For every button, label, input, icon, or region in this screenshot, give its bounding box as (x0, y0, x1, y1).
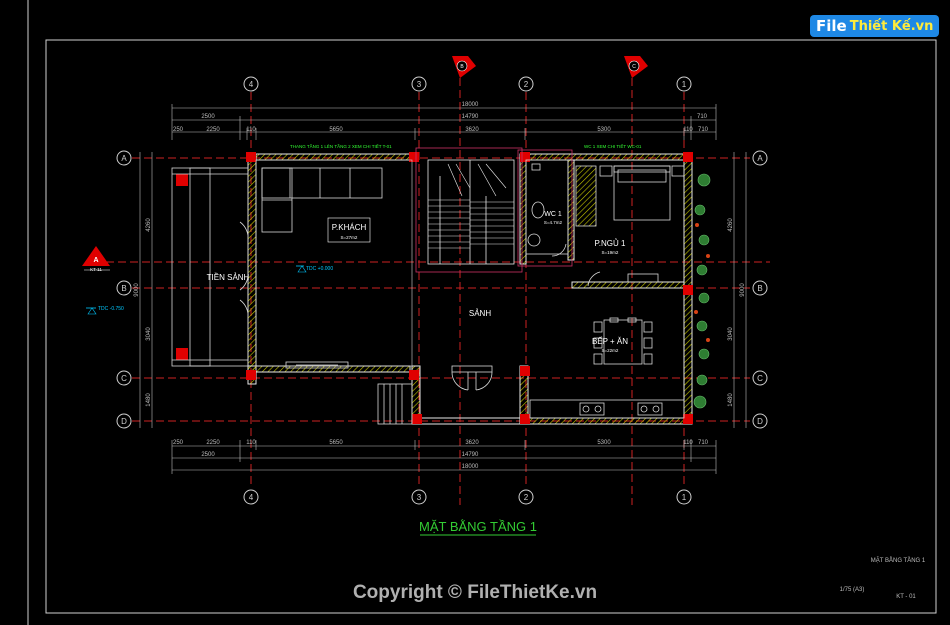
axis-label-right-c: C (757, 374, 763, 383)
room-label-bedroom: P.NGỦ 1 (595, 239, 627, 248)
svg-text:C: C (632, 64, 636, 70)
dim-left-a: 4260 (146, 218, 152, 232)
axis-bubbles-top (116, 76, 768, 505)
dim-top-row-6: 110 (683, 127, 693, 133)
axis-label-right-b: B (757, 284, 762, 293)
room-label-wc: WC 1 (544, 211, 562, 218)
stair-note: THANG TẦNG 1 LÊN TẦNG 2 XEM CHI TIẾT T-0… (290, 142, 392, 149)
dim-bottom-row-1: 2250 (206, 440, 220, 446)
room-area-kitchen: S=22m2 (602, 348, 619, 353)
section-mark-left: A KT-11 (82, 246, 110, 272)
dim-bottom-left: 2500 (201, 452, 215, 458)
dim-top-row-0: 250 (173, 127, 184, 133)
titleblock-sheet: KT - 01 (896, 594, 916, 600)
kitchen (529, 317, 685, 419)
tv-cabinet (285, 361, 349, 369)
axis-label-left-c: C (121, 374, 127, 383)
sheet-border (45, 39, 937, 614)
dim-top-row-4: 3620 (465, 127, 479, 133)
dim-top-total: 18000 (462, 102, 479, 108)
columns (176, 152, 693, 424)
axis-label-right-a: A (757, 154, 763, 163)
dim-right-a: 4260 (728, 218, 734, 232)
dim-bottom-row-6: 110 (683, 440, 693, 446)
dim-bottom-row-3: 5650 (329, 440, 343, 446)
dim-bottom-row-0: 250 (173, 440, 184, 446)
dim-top-row-5: 5300 (597, 127, 611, 133)
living-label-frame (327, 217, 371, 243)
titleblock-scale: 1/75 (A3) (840, 587, 865, 593)
svg-text:TDC -0.750: TDC -0.750 (98, 306, 124, 312)
dimension-lines (139, 104, 747, 474)
logo-badge: File Thiết Kế.vn (810, 15, 940, 37)
axis-label-top-1: 1 (682, 80, 687, 89)
dim-left-total: 9000 (134, 283, 140, 297)
axis-label-bottom-2: 2 (524, 493, 529, 502)
axis-label-top-4: 4 (249, 80, 254, 89)
dim-top-row-3: 5650 (329, 127, 343, 133)
dim-left-c: 1480 (146, 393, 152, 407)
axis-label-top-3: 3 (417, 80, 422, 89)
level-marker-out: TDC -0.750 (86, 306, 124, 315)
dim-top-left: 2500 (201, 114, 215, 120)
lobby-porch (171, 167, 249, 367)
dim-right-total: 9000 (740, 283, 746, 297)
logo-text-file: File (816, 17, 847, 35)
axis-label-bottom-4: 4 (249, 493, 254, 502)
dim-bottom-row-5: 5300 (597, 440, 611, 446)
drawing-title: MẶT BẰNG TẦNG 1 (419, 519, 537, 534)
svg-text:A: A (93, 257, 98, 264)
entry-steps (377, 383, 413, 425)
axis-label-left-a: A (121, 154, 127, 163)
room-area-wc: S=4.7m2 (544, 220, 563, 225)
room-label-hall: SẢNH (469, 309, 491, 318)
axis-label-bottom-3: 3 (417, 493, 422, 502)
room-label-living: P.KHÁCH (332, 223, 367, 232)
svg-text:B: B (460, 64, 464, 70)
axis-label-left-b: B (121, 284, 126, 293)
dim-top-row-2: 110 (246, 127, 256, 133)
titleblock-title: MẶT BẰNG TẦNG 1 (871, 556, 926, 564)
dim-left-b: 3040 (146, 327, 152, 341)
room-area-living: S=27m2 (341, 235, 358, 240)
logo-text-rest: Thiết Kế.vn (849, 18, 934, 34)
copyright-watermark: Copyright © FileThietKe.vn (352, 582, 598, 603)
grid-axes-horizontal (106, 157, 770, 422)
staircase (415, 147, 523, 273)
level-marker-main: TDC +0.000 (296, 265, 333, 273)
axis-label-top-2: 2 (524, 80, 529, 89)
living-room-outline (255, 159, 413, 367)
room-label-kitchen: BẾP + ĂN (592, 336, 628, 346)
axis-label-right-d: D (757, 417, 763, 426)
planter-plants (693, 173, 711, 409)
axis-label-left-d: D (121, 417, 127, 426)
section-mark-top-2: C (624, 56, 648, 78)
dim-top-mid: 14790 (462, 114, 479, 120)
dim-top-row-7: 710 (698, 127, 709, 133)
dim-top-right-small: 710 (697, 114, 708, 120)
dim-right-c: 1480 (728, 393, 734, 407)
dim-bottom-total: 18000 (462, 464, 479, 470)
axis-label-bottom-1: 1 (682, 493, 687, 502)
dim-top-row-1: 2250 (206, 127, 220, 133)
wc-note: WC 1 XEM CHI TIẾT WC-01 (584, 143, 642, 149)
dim-bottom-row-4: 3620 (465, 440, 479, 446)
room-area-bedroom: S=19m2 (602, 250, 619, 255)
planter-red-accents (694, 223, 710, 342)
dim-bottom-row-2: 110 (246, 440, 256, 446)
bedroom (575, 165, 685, 287)
filethietke-logo: File Thiết Kế.vn (810, 12, 940, 40)
sofa-set (261, 167, 383, 233)
dim-bottom-mid: 14790 (462, 452, 479, 458)
wc-room (517, 149, 573, 267)
dim-bottom-row-7: 710 (698, 440, 709, 446)
room-label-lobby: TIỀN SẢNH (207, 272, 250, 282)
section-mark-top-1: B (452, 56, 476, 78)
entry-door (451, 365, 493, 391)
dim-right-b: 3040 (728, 327, 734, 341)
svg-text:KT-11: KT-11 (90, 267, 102, 272)
svg-text:TDC +0.000: TDC +0.000 (306, 266, 333, 272)
